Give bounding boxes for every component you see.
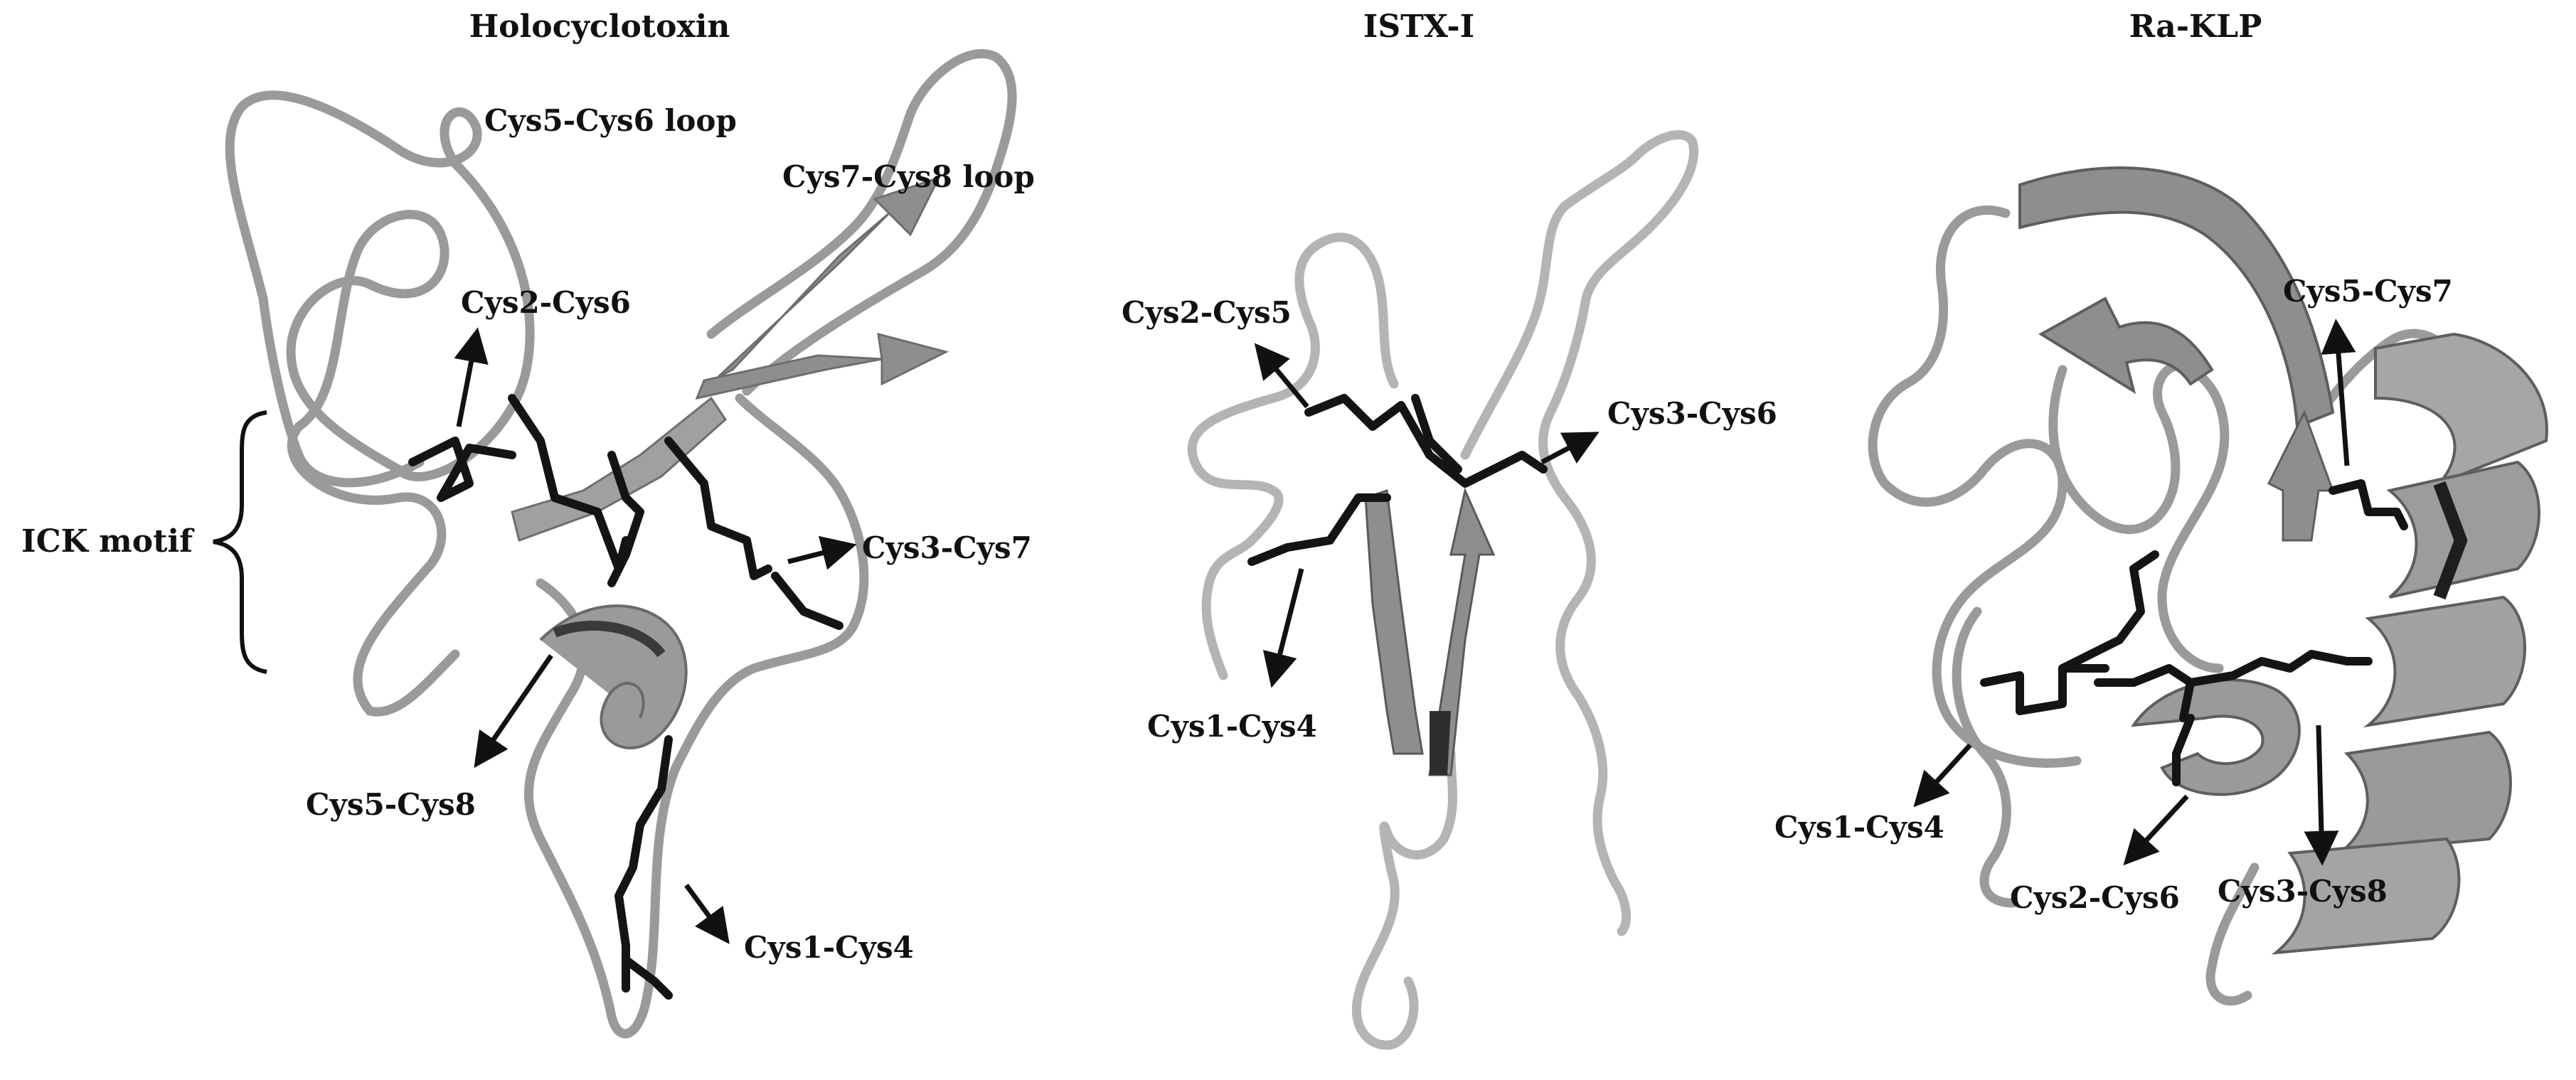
istx-i-arrows — [1254, 343, 1600, 688]
label-cys1-cys4: Cys1-Cys4 — [744, 930, 914, 965]
holocyclotoxin-helix-band — [553, 621, 666, 658]
istx-i-backbone-left — [1187, 232, 1399, 680]
istx-i-beta-strand-right — [1428, 487, 1496, 776]
label-cys5-cys7: Cys5-Cys7 — [2283, 274, 2453, 309]
ra-klp-backbone-left — [1868, 205, 2082, 768]
label-cys2-cys6: Cys2-Cys6 — [461, 285, 631, 320]
ra-klp-backbone-bottom-left — [1952, 606, 2018, 908]
arrow-cys5-cys7 — [2321, 319, 2356, 466]
arrow-cys5-cys8 — [474, 654, 553, 769]
arrow-cys3-cys8 — [2304, 725, 2339, 866]
disulfide-bond — [1411, 394, 1462, 474]
label-cys5-cys6-loop: Cys5-Cys6 loop — [484, 103, 737, 138]
arrow-cys3-cys7 — [787, 535, 857, 570]
ra-klp-disulfides — [1980, 479, 2408, 786]
arrow-cys3-cys6 — [1540, 432, 1600, 465]
label-cys1-cys4-istx: Cys1-Cys4 — [1147, 709, 1317, 744]
istx-i-backbone-right — [1460, 130, 1698, 936]
disulfide-bond — [1980, 664, 2109, 715]
label-cys5-cys8: Cys5-Cys8 — [306, 787, 476, 822]
helix-turn — [2374, 332, 2548, 485]
disulfide-bond — [2094, 664, 2195, 722]
disulfide-bond — [664, 437, 772, 580]
istx-i-strand-dark-segment — [1430, 711, 1451, 775]
helix-turn — [2363, 595, 2526, 728]
holocyclotoxin-arrows — [454, 327, 857, 944]
disulfide-bond — [607, 451, 644, 587]
disulfide-bond — [622, 956, 673, 1000]
label-cys2-cys6-ra-klp: Cys2-Cys6 — [2010, 880, 2180, 915]
disulfide-bond — [614, 735, 673, 993]
holocyclotoxin-backbone-right-loop — [706, 49, 1017, 396]
label-cys7-cys8-loop: Cys7-Cys8 loop — [782, 159, 1035, 194]
panel-istx-i: ISTX-I Cys2-Cys5 Cys3-Cys6 Cys1-C — [1122, 9, 1777, 1050]
arrow-cys2-cys6 — [2123, 794, 2189, 866]
ra-klp-backbone-center — [2048, 361, 2230, 673]
label-cys3-cys8: Cys3-Cys8 — [2218, 874, 2388, 909]
helix-turn — [2386, 460, 2540, 599]
holocyclotoxin-backbone-bottom — [523, 393, 869, 1039]
holocyclotoxin-structure — [213, 49, 1017, 1039]
panel-ra-klp: Ra-KLP — [1774, 9, 2548, 1006]
disulfide-bond — [2172, 714, 2195, 786]
ra-klp-helix-center — [2130, 678, 2301, 796]
arrow-cys1-cys4 — [684, 883, 730, 944]
disulfide-bond — [1247, 493, 1391, 566]
ra-klp-helix-right — [2271, 332, 2548, 955]
disulfide-bond — [2328, 479, 2408, 530]
ra-klp-ribbon-top — [2018, 166, 2335, 429]
istx-i-beta-strand-left — [1364, 488, 1424, 755]
disulfide-bond — [1304, 394, 1498, 488]
ra-klp-arrows — [1913, 319, 2356, 866]
disulfide-bond — [2186, 650, 2373, 687]
arrow-cys2-cys6 — [454, 327, 489, 427]
label-cys1-cys4-ra-klp: Cys1-Cys4 — [1774, 810, 1944, 845]
panel-title-istx-i: ISTX-I — [1363, 9, 1475, 45]
disulfide-bond — [771, 572, 843, 630]
istx-i-backbone-bottom — [1351, 749, 1457, 1050]
panel-holocyclotoxin: Holocyclotoxin — [21, 9, 1035, 1039]
label-cys2-cys5: Cys2-Cys5 — [1122, 295, 1292, 330]
arrow-cys1-cys4 — [1913, 743, 1972, 808]
panel-title-holocyclotoxin: Holocyclotoxin — [469, 9, 730, 45]
holocyclotoxin-beta-strand-lower — [695, 332, 949, 400]
disulfide-bond — [408, 437, 516, 502]
ick-motif-brace — [213, 410, 267, 674]
helix-turn — [2271, 837, 2461, 955]
ra-klp-structure — [1868, 166, 2548, 1006]
holocyclotoxin-beta-strand-upper — [717, 176, 941, 378]
disulfide-bond — [2058, 550, 2159, 673]
label-cys3-cys6: Cys3-Cys6 — [1607, 396, 1777, 431]
label-cys3-cys7: Cys3-Cys7 — [862, 530, 1032, 565]
ra-klp-backbone-tail — [2205, 862, 2260, 1006]
arrow-cys2-cys5 — [1254, 343, 1309, 409]
ra-klp-beta-strand-right — [2267, 410, 2335, 542]
ra-klp-ribbon-arrow — [2038, 296, 2214, 395]
helix-dark-band — [2433, 481, 2468, 600]
panel-title-ra-klp: Ra-KLP — [2129, 9, 2262, 45]
istx-i-disulfides — [1247, 394, 1548, 566]
holocyclotoxin-backbone-left-loop — [286, 210, 460, 717]
istx-i-structure — [1187, 130, 1698, 1050]
helix-turn — [2335, 730, 2512, 855]
holocyclotoxin-disulfides — [408, 394, 843, 1000]
label-ick-motif: ICK motif — [21, 523, 195, 560]
arrow-cys1-cys4 — [1262, 568, 1304, 688]
disulfide-bond — [1489, 451, 1548, 474]
holocyclotoxin-backbone — [225, 90, 535, 488]
